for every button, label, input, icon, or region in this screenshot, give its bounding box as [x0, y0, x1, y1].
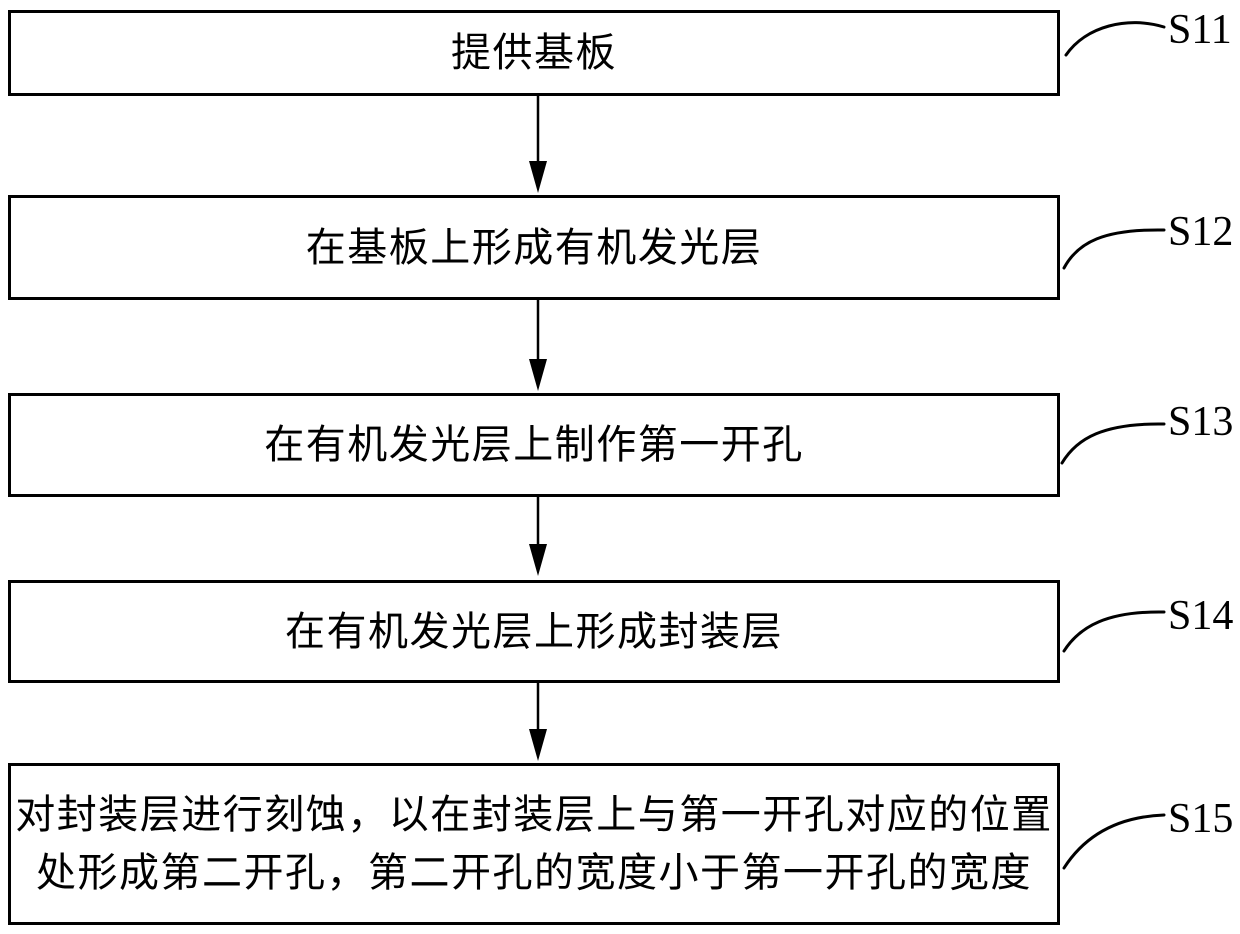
flow-step-text: 处形成第二开孔，第二开孔的宽度小于第一开孔的宽度	[36, 850, 1032, 895]
step-label-s13: S13	[1168, 399, 1234, 445]
leader-line	[1060, 21, 1166, 870]
step-label-s12: S12	[1168, 209, 1234, 255]
flow-step-text: 在有机发光层上形成封装层	[285, 608, 783, 654]
arrow-down-icon	[529, 161, 547, 193]
flow-step-box-3: 在有机发光层上制作第一开孔	[8, 393, 1060, 497]
flow-step-text: 在有机发光层上制作第一开孔	[264, 422, 804, 467]
flow-step-text: 提供基板	[451, 30, 617, 75]
step-label-s11: S11	[1168, 7, 1232, 53]
step-label-s14: S14	[1168, 593, 1234, 639]
flow-step-text: 在基板上形成有机发光层	[305, 224, 763, 270]
flow-step-text: 对封装层进行刻蚀，以在封装层上与第一开孔对应的位置	[15, 792, 1053, 837]
arrow-down-icon	[529, 544, 547, 576]
arrow-down-icon	[529, 729, 547, 761]
step-label-s15: S15	[1168, 796, 1234, 842]
flow-step-box-5: 对封装层进行刻蚀，以在封装层上与第一开孔对应的位置 处形成第二开孔，第二开孔的宽…	[8, 763, 1060, 925]
flow-step-box-1: 提供基板	[8, 10, 1060, 96]
flow-step-box-2: 在基板上形成有机发光层	[8, 195, 1060, 300]
flow-step-box-4: 在有机发光层上形成封装层	[8, 580, 1060, 683]
arrow-down-icon	[529, 359, 547, 391]
flow-arrow	[529, 96, 547, 761]
